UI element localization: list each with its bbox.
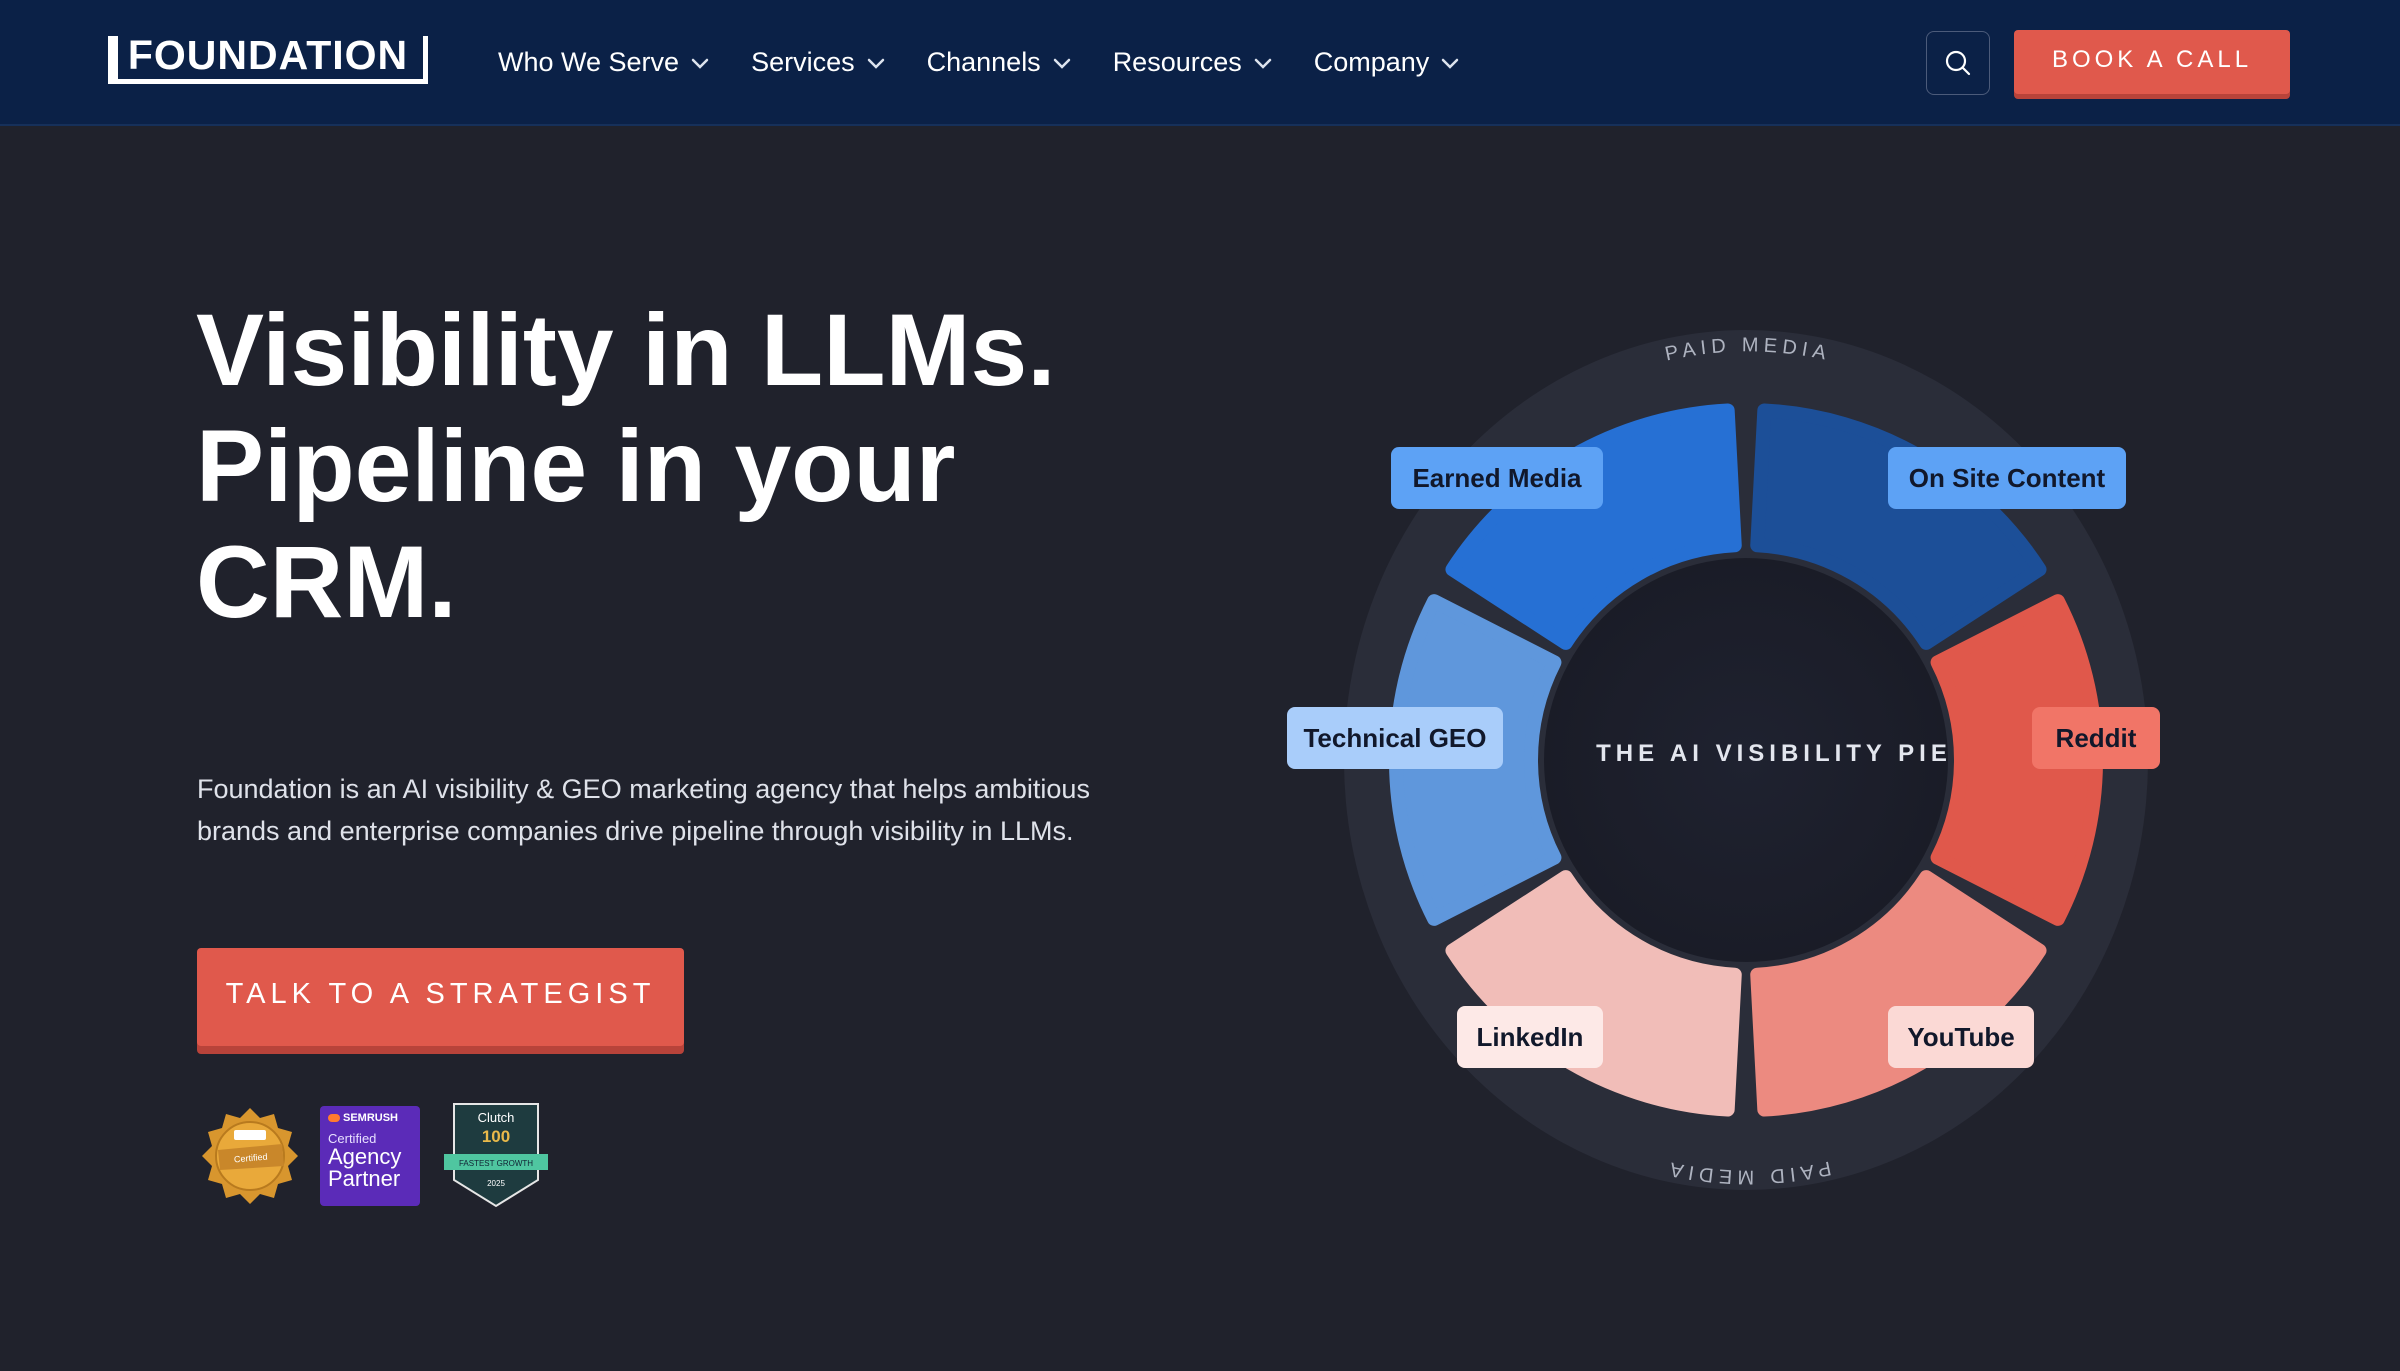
nav-services[interactable]: Services (751, 47, 887, 78)
chevron-down-icon (1053, 58, 1070, 69)
nav-label: Channels (926, 46, 1041, 77)
semrush-brand: SEMRUSH (328, 1112, 414, 1124)
semrush-brand-text: SEMRUSH (343, 1112, 399, 1124)
logo-text: FOUNDATION (127, 32, 409, 78)
nav-label: Resources (1112, 46, 1242, 77)
clutch-brand: Clutch (478, 1110, 515, 1125)
top-nav: FOUNDATION Who We Serve Services Channel… (0, 0, 2400, 126)
chevron-down-icon (691, 58, 709, 69)
linkedin-certified-badge: Certified (202, 1108, 298, 1204)
search-icon (1945, 50, 1971, 76)
segment-tag-technical-geo[interactable]: Technical GEO (1287, 707, 1503, 769)
semrush-certified: Certified (328, 1131, 377, 1146)
hero-headline: Visibility in LLMs. Pipeline in your CRM… (196, 292, 1196, 640)
hero-subtext: Foundation is an AI visibility & GEO mar… (197, 774, 1090, 846)
nav-channels[interactable]: Channels (927, 47, 1073, 78)
nav-label: Who We Serve (498, 46, 680, 77)
nav-label: Company (1313, 46, 1430, 77)
clutch-ribbon: FASTEST GROWTH (459, 1159, 533, 1168)
segment-tag-earned-media[interactable]: Earned Media (1391, 447, 1603, 509)
clutch-year: 2025 (487, 1179, 505, 1188)
clutch-number: 100 (482, 1127, 510, 1146)
main-menu: Who We Serve Services Channels Resources… (498, 40, 1501, 84)
semrush-agency-badge: SEMRUSH Certified Agency Partner (320, 1106, 420, 1206)
chevron-down-icon (1442, 58, 1459, 69)
segment-tag-reddit[interactable]: Reddit (2032, 707, 2160, 769)
ai-visibility-pie: PAID MEDIA PAID MEDIA THE AI VISIBILITY … (1268, 320, 2228, 1200)
semrush-logo-icon (328, 1114, 340, 1122)
pie-segment-on-site-content (1750, 403, 2047, 650)
nav-label: Services (751, 46, 855, 77)
segment-tag-youtube[interactable]: YouTube (1888, 1006, 2034, 1068)
certification-badges: Certified SEMRUSH Certified Agency Partn… (198, 1100, 548, 1210)
clutch-100-badge: Clutch 100 FASTEST GROWTH 2025 (444, 1103, 548, 1208)
nav-resources[interactable]: Resources (1113, 47, 1274, 78)
pie-center-label: THE AI VISIBILITY PIE (1596, 740, 1952, 767)
chevron-down-icon (1254, 58, 1271, 69)
nav-who-we-serve[interactable]: Who We Serve (498, 47, 711, 78)
pie-segment-linkedin (1445, 870, 1742, 1117)
semrush-agency: Agency (328, 1144, 402, 1169)
semrush-partner: Partner (328, 1166, 401, 1191)
pie-segment-reddit (1930, 594, 2103, 926)
search-button[interactable] (1926, 31, 1990, 95)
pie-graphic: PAID MEDIA PAID MEDIA (1344, 330, 2148, 1190)
headline-line-1: Visibility in LLMs. (196, 293, 1056, 407)
nav-company[interactable]: Company (1314, 47, 1462, 78)
talk-to-strategist-button[interactable]: TALK TO A STRATEGIST (197, 948, 684, 1046)
foundation-logo[interactable]: FOUNDATION (108, 32, 428, 84)
book-a-call-button[interactable]: BOOK A CALL (2014, 30, 2290, 94)
headline-line-2: Pipeline in your (196, 409, 956, 523)
pie-center (1544, 558, 1948, 962)
headline-line-3: CRM. (196, 525, 457, 639)
svg-text:Certified: Certified (234, 1152, 268, 1165)
segment-tag-linkedin[interactable]: LinkedIn (1457, 1006, 1603, 1068)
chevron-down-icon (867, 58, 884, 69)
segment-tag-on-site-content[interactable]: On Site Content (1888, 447, 2126, 509)
